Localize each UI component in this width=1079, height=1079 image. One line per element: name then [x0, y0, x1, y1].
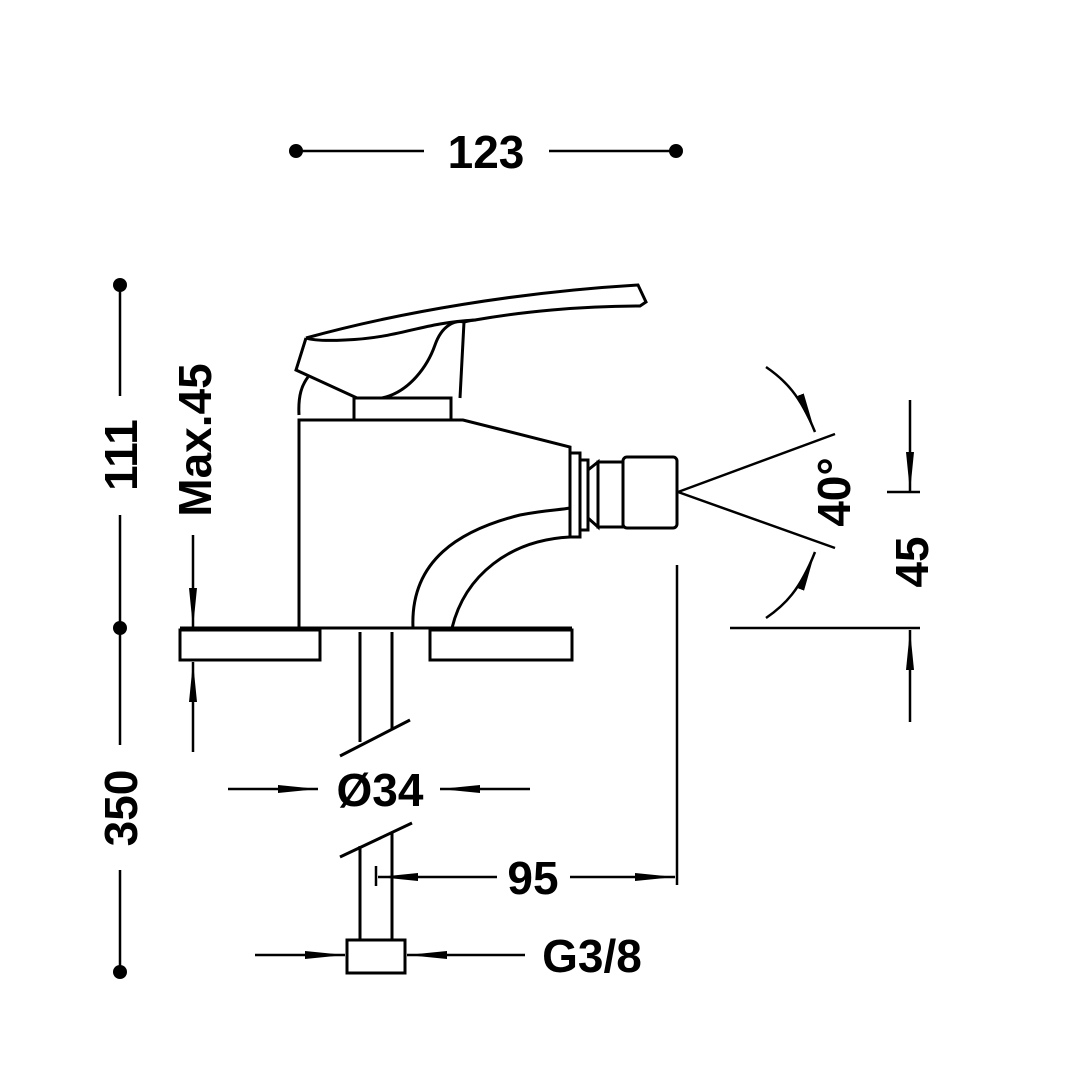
dim-111: 111 [95, 419, 147, 491]
dim-350: 350 [95, 770, 147, 847]
dimension-spray-angle: 40° [677, 365, 860, 620]
faucet-body [294, 283, 648, 629]
dimension-max-thickness: Max.45 [169, 363, 221, 752]
dimension-reach: 95 [374, 565, 679, 904]
supply-pipe [339, 632, 413, 975]
dim-40-degrees: 40° [808, 457, 860, 527]
dim-123: 123 [448, 126, 525, 178]
dim-diameter-34: Ø34 [337, 764, 424, 816]
dim-45: 45 [886, 536, 938, 587]
dimension-diameter: Ø34 [228, 764, 530, 816]
aerator [568, 451, 679, 539]
counter-section [178, 626, 574, 662]
dim-95: 95 [507, 852, 558, 904]
dimension-outlet-height: 45 [730, 400, 938, 722]
dimension-width: 123 [289, 126, 683, 178]
dimension-height: 111 350 [95, 278, 147, 979]
dim-g38: G3/8 [542, 930, 642, 982]
dimension-thread: G3/8 [255, 930, 642, 982]
dim-max45: Max.45 [169, 363, 221, 516]
